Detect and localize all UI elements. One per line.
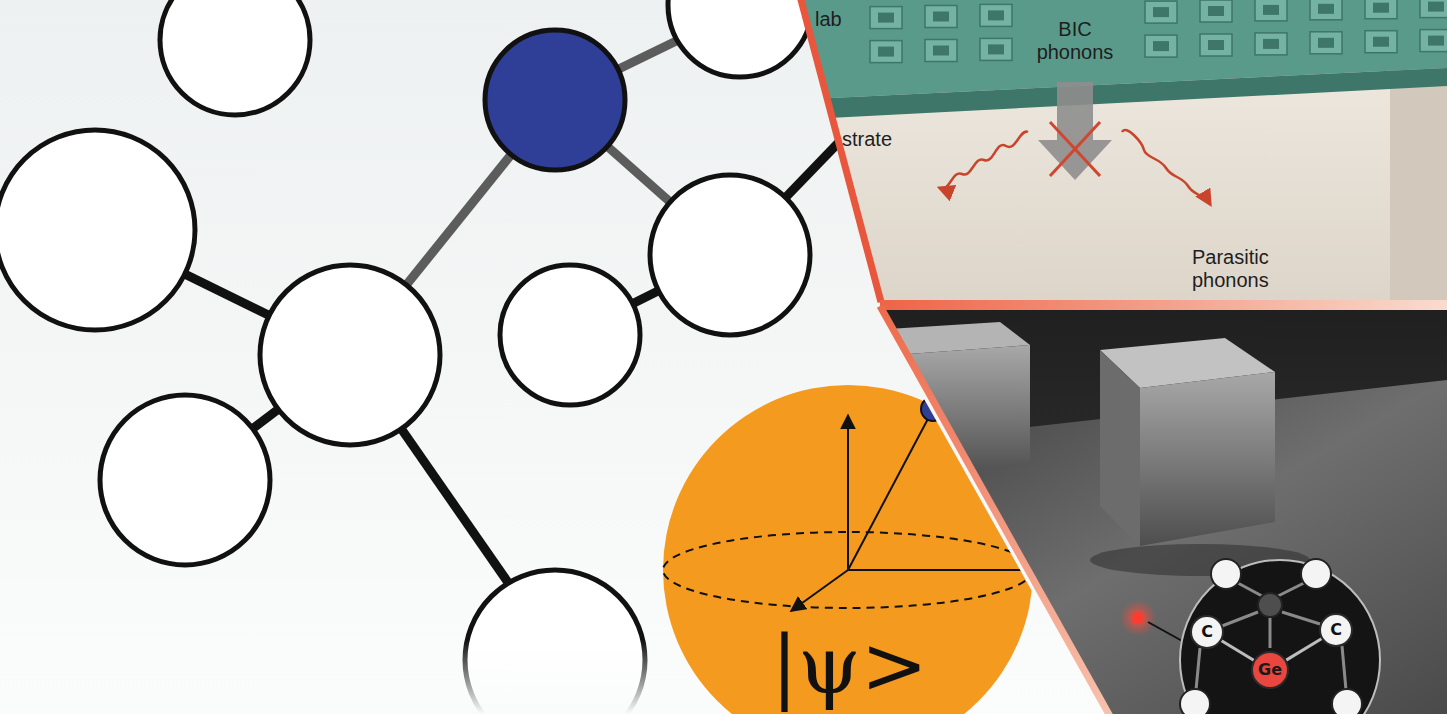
slab-hole: [1373, 3, 1389, 13]
slab-pillar: [1255, 33, 1287, 55]
slab-pillar: [1145, 1, 1177, 23]
state-vector: [848, 415, 930, 570]
substrate-side: [1390, 55, 1447, 300]
leak-wave: [940, 132, 1028, 189]
slab-pillar: [870, 41, 902, 63]
network-circle: [100, 395, 270, 565]
lattice-atom: [1211, 559, 1241, 589]
cross-mark: [1050, 122, 1100, 176]
bond: [1278, 582, 1306, 596]
slab-pillar: [1200, 0, 1232, 22]
bond: [1236, 582, 1262, 596]
atom-symbol: C: [1330, 622, 1342, 638]
lattice-atom: [1180, 689, 1210, 714]
slab-pillar: [1365, 31, 1397, 53]
cube-front: [1140, 372, 1275, 546]
slab-pillar: [925, 40, 957, 62]
sphere-disc: [663, 385, 1033, 714]
slab-hole: [1318, 38, 1334, 48]
network-circle: [668, 0, 812, 77]
bond-connector: [1222, 641, 1254, 660]
slab-pillar: [870, 7, 902, 29]
state-ket: |ψ>: [771, 626, 928, 706]
sphere-group: [663, 385, 1033, 714]
slab-pillar: [1310, 0, 1342, 20]
lattice-inset: [1180, 560, 1380, 714]
bond: [1196, 648, 1200, 690]
slab-pillar: [1200, 34, 1232, 56]
slab-pillar: [1420, 30, 1447, 52]
slab-pillar: [1420, 0, 1447, 18]
slab-pillar: [980, 38, 1012, 60]
slab-hole: [1318, 4, 1334, 14]
slab-panel: [790, 0, 1447, 300]
y-axis: [848, 569, 1023, 571]
state-point: [921, 397, 945, 421]
slab-hole: [1428, 36, 1444, 46]
panel-label: lab: [815, 8, 842, 31]
atom-node: C: [1190, 615, 1224, 649]
slab-pillar: [1365, 0, 1397, 19]
atom-symbol: Ge: [1258, 662, 1282, 678]
bond: [1342, 646, 1346, 690]
zoom-leader: [1148, 622, 1184, 642]
network-circle: [0, 130, 195, 330]
slab-hole: [1373, 37, 1389, 47]
highlight-circle: [485, 30, 625, 170]
panel-divider: [800, 0, 881, 302]
lattice-atom: [1301, 559, 1331, 589]
network-circle: [500, 265, 640, 405]
slab-pillar: [1310, 32, 1342, 54]
slab-pillar: [1145, 35, 1177, 57]
slab-hole: [1208, 40, 1224, 50]
slab-hole: [1428, 2, 1444, 12]
panel-label: BIC phonons: [1035, 18, 1115, 64]
bond: [1269, 618, 1272, 648]
slab-hole: [988, 10, 1004, 20]
slab-hole: [1153, 41, 1169, 51]
bond-connector: [1286, 639, 1321, 660]
slab-pattern: [870, 0, 1447, 63]
slab-hole: [1208, 6, 1224, 16]
emitter-dot: [1132, 612, 1144, 624]
network-circle: [260, 265, 440, 445]
slab-hole: [878, 13, 894, 23]
slab-hole: [988, 44, 1004, 54]
slab-hole: [1263, 39, 1279, 49]
cross-mark: [1050, 122, 1100, 176]
lattice-atom: [1258, 593, 1282, 617]
lattice-atom: [1332, 689, 1362, 714]
bond: [1282, 612, 1320, 624]
slab-pillar: [1255, 0, 1287, 21]
substrate: [790, 0, 1447, 300]
emitter-glow: [1120, 600, 1156, 636]
slab-hole: [933, 12, 949, 22]
slab-hole: [878, 47, 894, 57]
slab-front: [790, 68, 1447, 120]
atom-node: C: [1319, 613, 1353, 647]
bottom-fade: [0, 640, 800, 714]
slab-hole: [1153, 7, 1169, 17]
panel-divider: [880, 300, 1447, 310]
leak-wave: [1122, 130, 1210, 204]
slab-hole: [1263, 5, 1279, 15]
network-circle: [650, 175, 810, 335]
atom-symbol: C: [1201, 624, 1213, 640]
x-axis: [791, 570, 848, 611]
slab-pillar: [980, 4, 1012, 26]
slab-hole: [933, 46, 949, 56]
z-axis: [847, 415, 849, 570]
slab-pillar: [925, 6, 957, 28]
cube-side: [1100, 350, 1140, 546]
panel-label: Parasitic phonons: [1192, 246, 1292, 292]
bloch-sphere-node: |ψ>: [663, 385, 1033, 714]
blocked-arrow: [1038, 82, 1112, 180]
bond: [1222, 612, 1258, 626]
panel-label: strate: [842, 128, 892, 151]
atom-node: Ge: [1251, 651, 1289, 689]
network-circle: [160, 0, 310, 115]
